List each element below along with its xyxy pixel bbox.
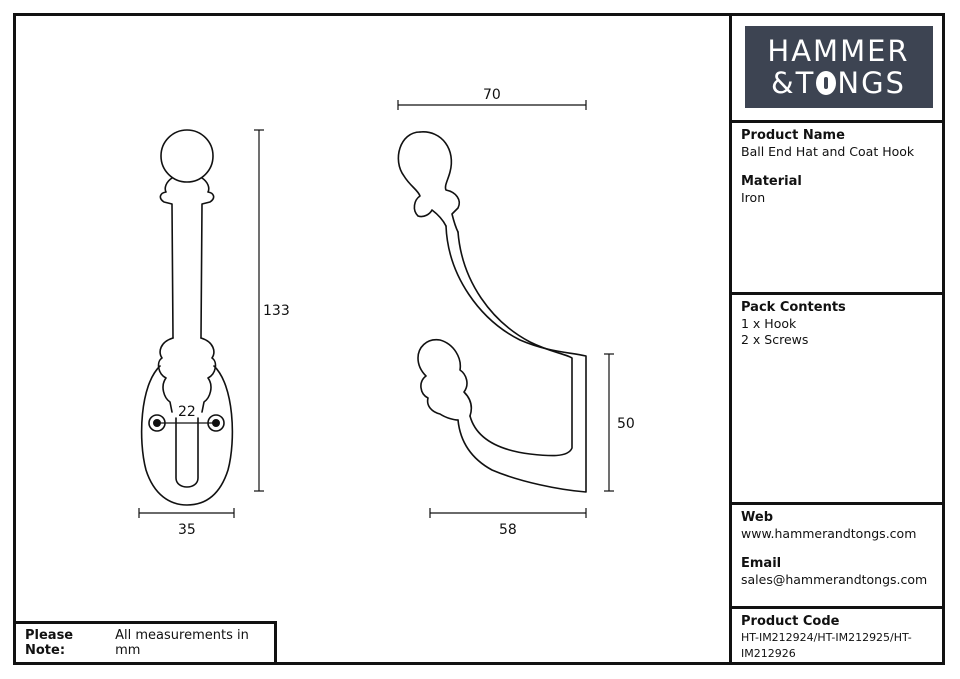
side-view-hook — [397, 131, 587, 493]
material-label: Material — [741, 174, 802, 189]
keyhole-icon — [816, 70, 837, 95]
dim-front-width: 35 — [178, 522, 196, 538]
dimension-lines — [138, 100, 614, 518]
web-value: www.hammerandtongs.com — [741, 526, 917, 541]
info-panel: HAMMER & T NGS Product Name Ball End Hat… — [729, 13, 945, 665]
note-text: All measurements in mm — [115, 628, 249, 658]
product-cell: Product Name Ball End Hat and Coat Hook … — [732, 123, 945, 295]
material-value: Iron — [741, 190, 766, 205]
dim-side-hook-height: 50 — [617, 416, 635, 432]
dim-side-width-top: 70 — [483, 87, 501, 103]
contact-cell: Web www.hammerandtongs.com Email sales@h… — [732, 505, 945, 609]
pack-item: 2 x Screws — [741, 332, 809, 347]
dim-side-width-bottom: 58 — [499, 522, 517, 538]
pack-cell: Pack Contents 1 x Hook 2 x Screws — [732, 295, 945, 505]
logo-line-1: HAMMER — [767, 33, 910, 68]
email-label: Email — [741, 556, 782, 571]
logo-ampersand: & — [771, 65, 796, 100]
product-code-value: HT-IM212924/HT-IM212925/HT-IM212926 — [741, 631, 912, 660]
dim-hole-spacing: 22 — [178, 404, 196, 420]
web-label: Web — [741, 510, 773, 525]
email-value: sales@hammerandtongs.com — [741, 572, 928, 587]
note-label: Please Note: — [25, 628, 74, 658]
drawing-frame — [13, 13, 945, 665]
product-name-label: Product Name — [741, 128, 845, 143]
product-code-label: Product Code — [741, 614, 840, 629]
logo-ngs: NGS — [837, 65, 906, 100]
measurement-note: Please Note: All measurements in mm — [13, 621, 277, 665]
logo-t: T — [795, 65, 816, 100]
product-name-value: Ball End Hat and Coat Hook — [741, 144, 915, 159]
technical-drawing: 133 35 22 70 58 50 — [138, 87, 635, 538]
logo-line-2: & T NGS — [771, 67, 906, 99]
front-view-hook — [140, 129, 234, 506]
pack-contents-label: Pack Contents — [741, 300, 846, 315]
code-cell: Product Code HT-IM212924/HT-IM212925/HT-… — [732, 609, 945, 662]
pack-item: 1 x Hook — [741, 316, 797, 331]
brand-logo: HAMMER & T NGS — [744, 25, 933, 108]
dim-front-height: 133 — [263, 303, 290, 319]
logo-cell: HAMMER & T NGS — [732, 13, 945, 123]
